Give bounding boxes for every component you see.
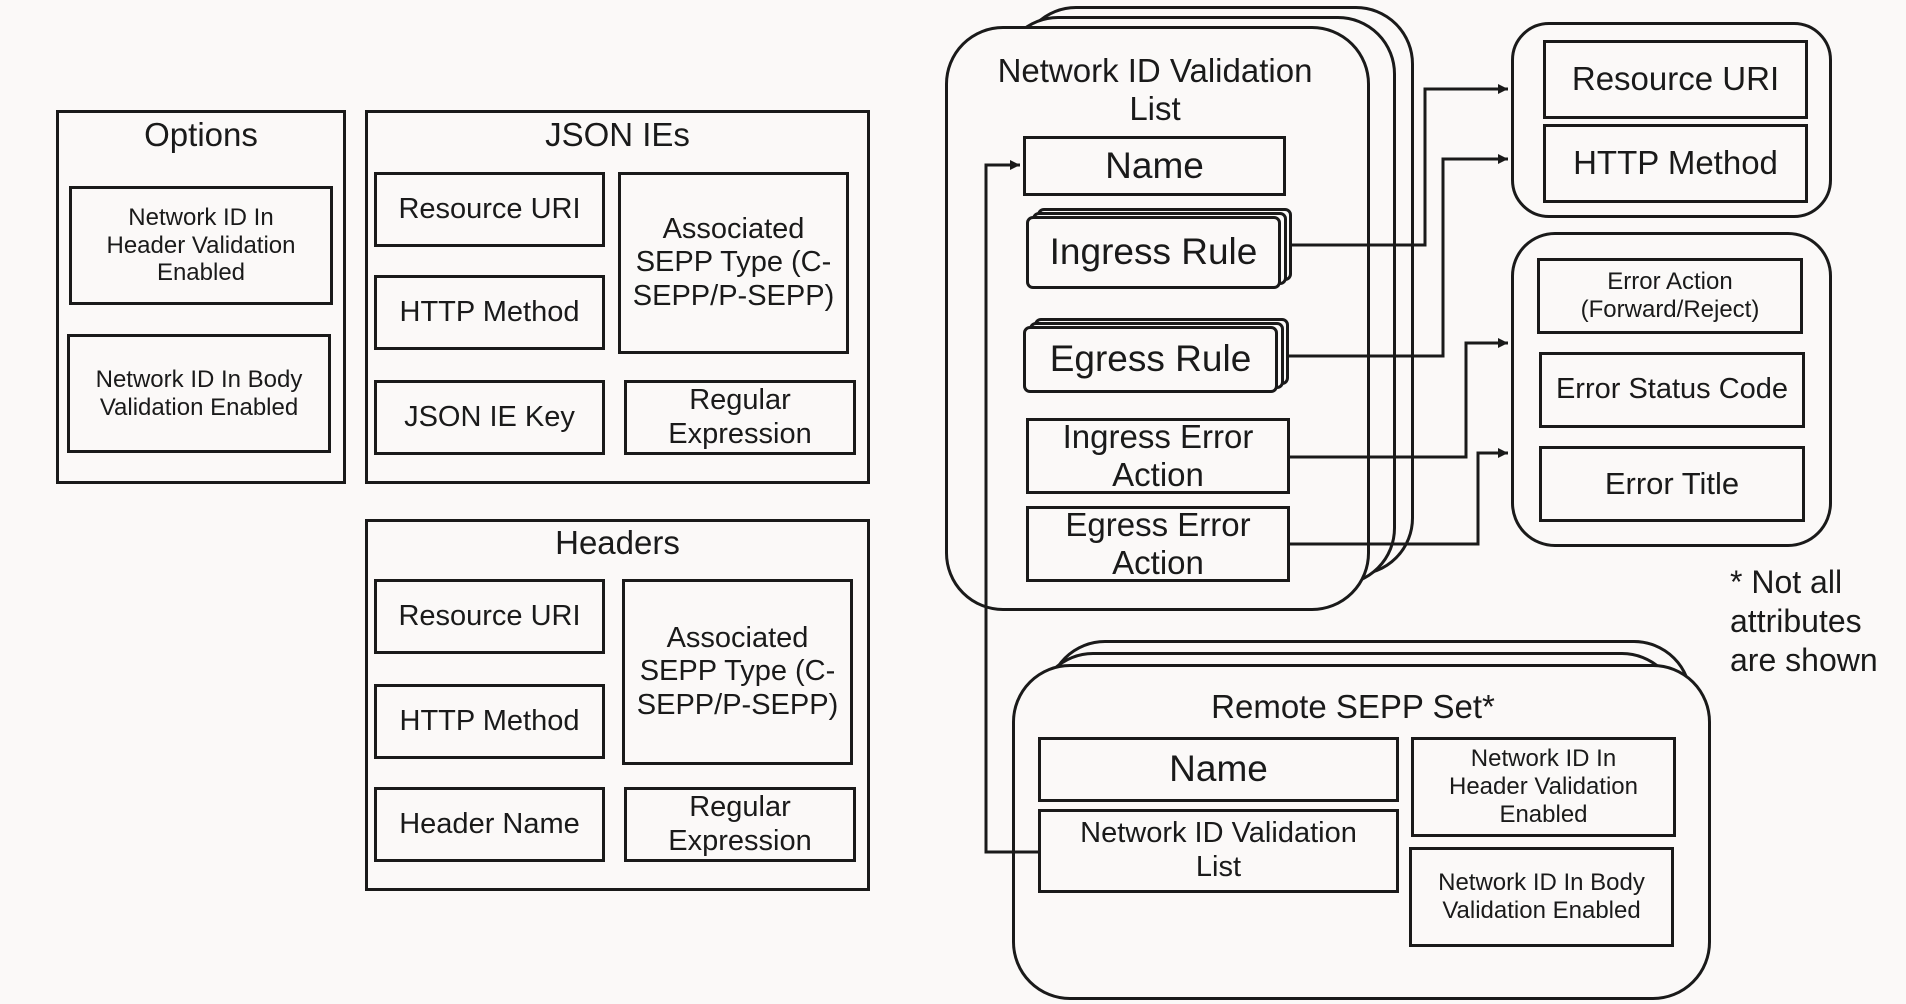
connector-egress-rule-to-rule-box (1289, 154, 1508, 358)
json-ies-regular-expression: Regular Expression (624, 380, 856, 455)
headers-http-method: HTTP Method (374, 684, 605, 759)
remote-sepp-set-title: Remote SEPP Set* (1211, 688, 1495, 725)
headers-associated-sepp-type: Associated SEPP Type (C- SEPP/P-SEPP) (622, 579, 853, 765)
headers-regular-expression: Regular Expression (624, 787, 856, 862)
connector-remote-sepp-set-to-validation-list (984, 160, 1038, 854)
headers-header-name: Header Name (374, 787, 605, 862)
headers-title: Headers (555, 524, 680, 561)
ingress-rule: Ingress Rule (1026, 216, 1281, 289)
headers-resource-uri: Resource URI (374, 579, 605, 654)
footnote: * Not all attributes are shown (1730, 564, 1878, 679)
rule-target-http-method: HTTP Method (1543, 124, 1808, 203)
connector-ingress-error-to-error-box (1290, 338, 1508, 459)
remote-sepp-set-body-validation: Network ID In Body Validation Enabled (1409, 847, 1674, 947)
remote-sepp-set-name: Name (1038, 737, 1399, 802)
connector-ingress-rule-to-resource-uri (1291, 84, 1508, 247)
json-ies-resource-uri: Resource URI (374, 172, 605, 247)
options-title: Options (144, 116, 258, 153)
json-ies-ie-key: JSON IE Key (374, 380, 605, 455)
error-target-error-status-code: Error Status Code (1539, 352, 1805, 428)
validation-list-name: Name (1023, 136, 1286, 196)
remote-sepp-set-header-validation: Network ID In Header Validation Enabled (1411, 737, 1676, 837)
json-ies-associated-sepp-type: Associated SEPP Type (C- SEPP/P-SEPP) (618, 172, 849, 354)
ingress-error-action: Ingress Error Action (1026, 418, 1290, 494)
options-header-validation: Network ID In Header Validation Enabled (69, 186, 333, 305)
error-target-error-action: Error Action (Forward/Reject) (1537, 258, 1803, 334)
remote-sepp-set-validation-list: Network ID Validation List (1038, 809, 1399, 893)
rule-target-resource-uri: Resource URI (1543, 40, 1808, 119)
options-body-validation: Network ID In Body Validation Enabled (67, 334, 331, 453)
error-target-error-title: Error Title (1539, 446, 1805, 522)
json-ies-http-method: HTTP Method (374, 275, 605, 350)
egress-error-action: Egress Error Action (1026, 506, 1290, 582)
egress-rule: Egress Rule (1023, 326, 1278, 393)
json-ies-title: JSON IEs (545, 116, 690, 153)
validation-list-title: Network ID Validation List (997, 52, 1313, 128)
connector-egress-error-to-error-box (1290, 448, 1508, 546)
